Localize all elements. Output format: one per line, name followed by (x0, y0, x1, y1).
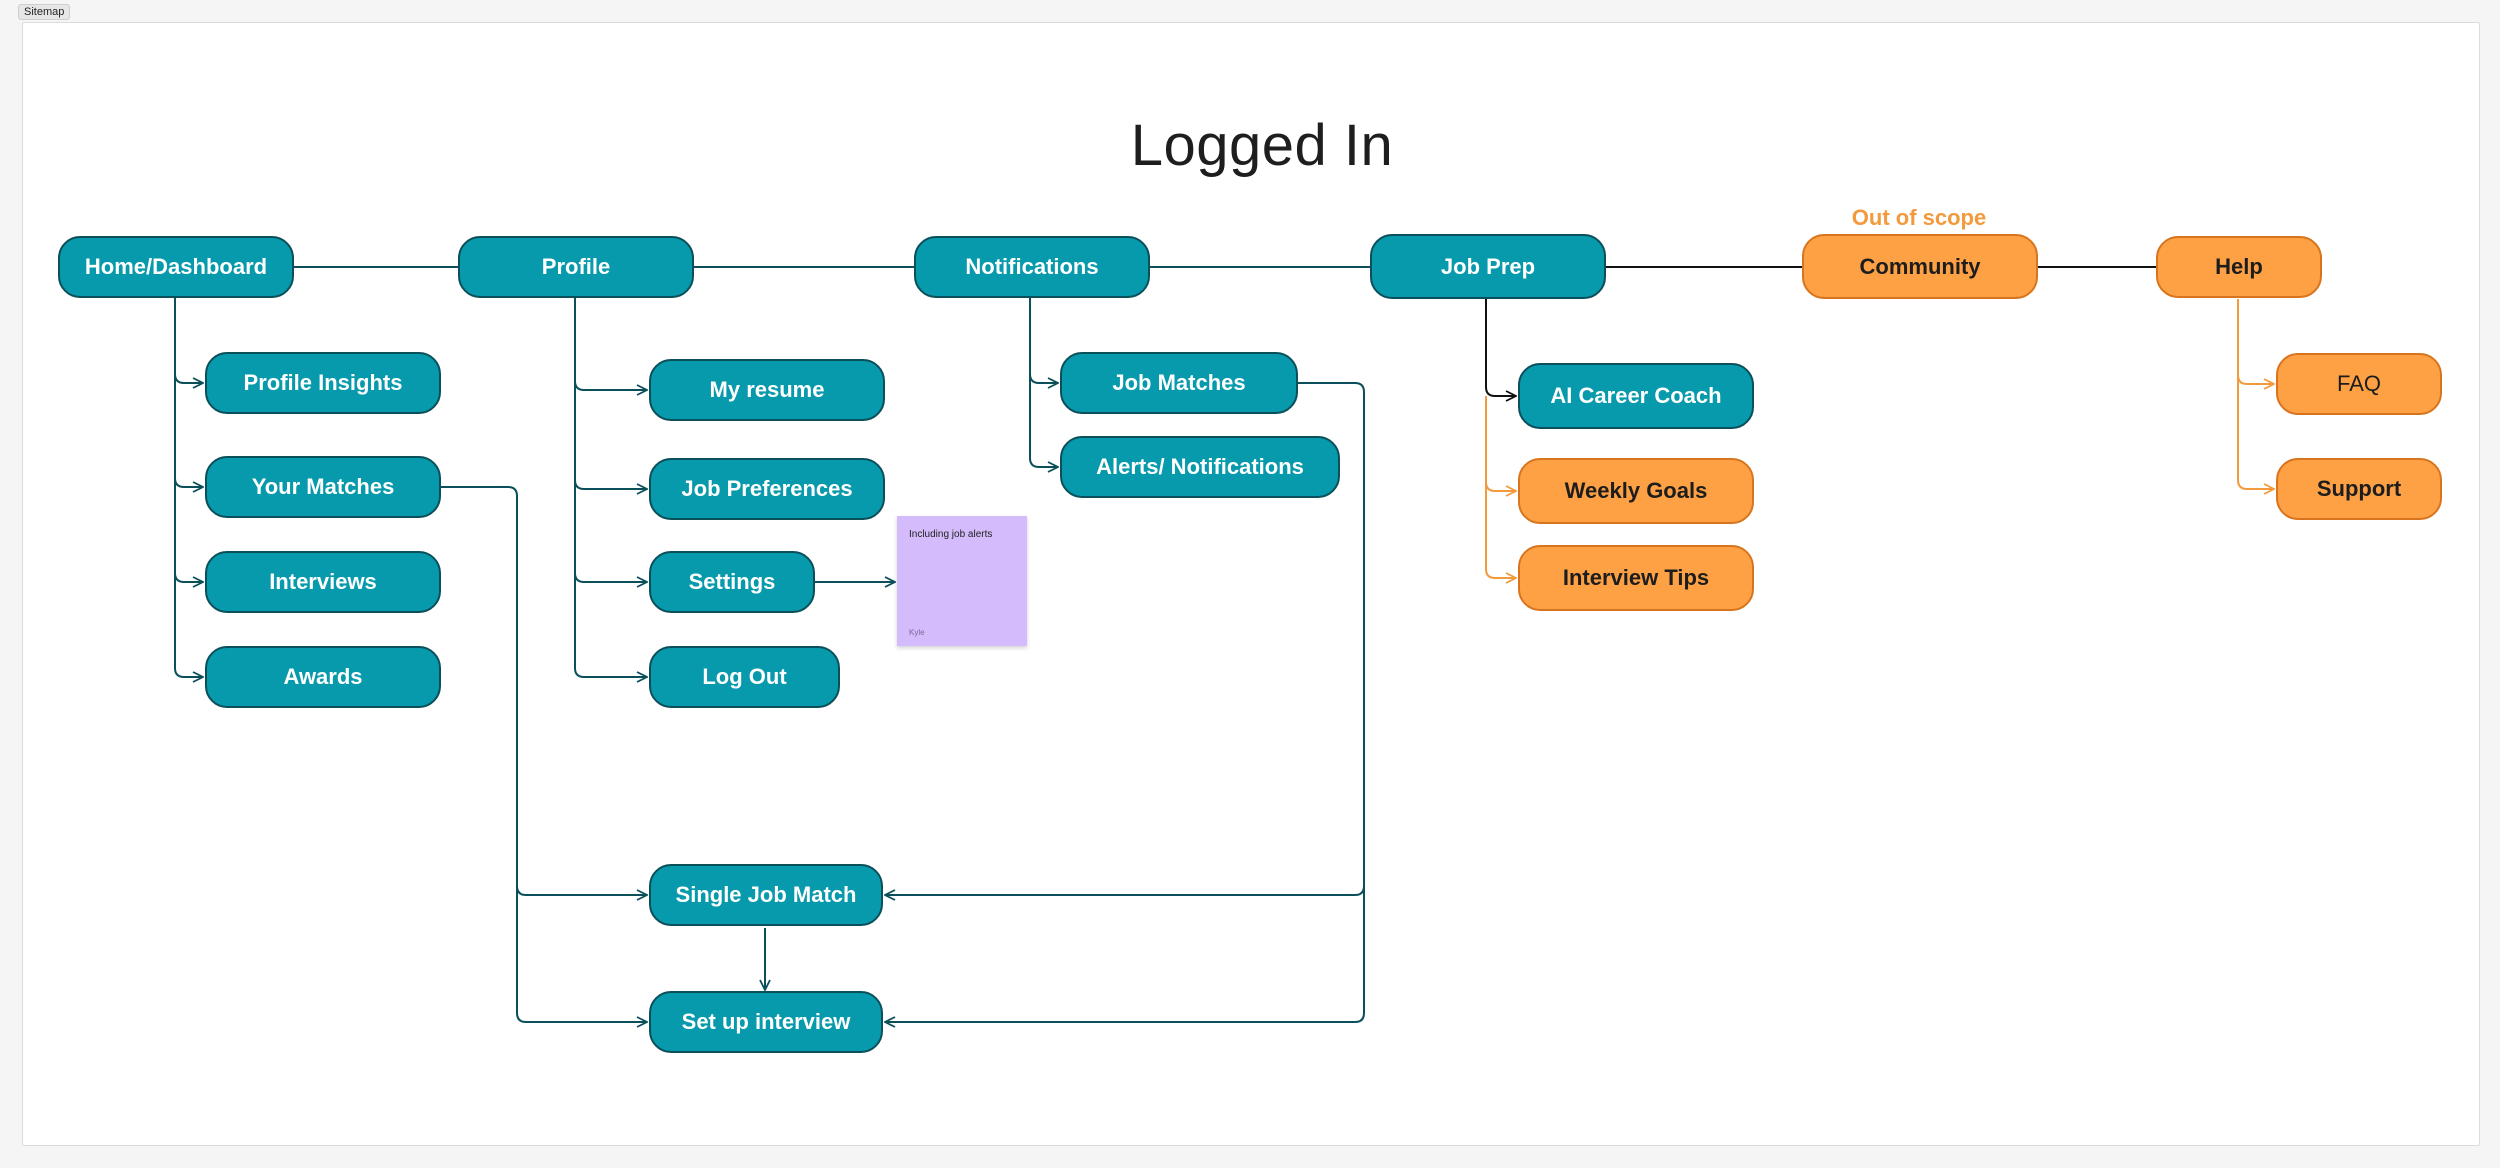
node-profile[interactable]: Profile (458, 236, 694, 298)
link-jobprep-tips (1485, 482, 1516, 578)
node-my-resume[interactable]: My resume (649, 359, 885, 421)
sitemap-tab[interactable]: Sitemap (18, 4, 71, 20)
link-jobprep-goals (1485, 396, 1516, 491)
link-jobmatches-interview (885, 886, 1365, 1022)
node-ai-career-coach[interactable]: AI Career Coach (1518, 363, 1754, 429)
node-set-up-interview[interactable]: Set up interview (649, 991, 883, 1053)
link-help-support (2237, 375, 2274, 489)
link-home-insights (174, 298, 203, 383)
link-profile-logout (574, 573, 647, 677)
node-awards[interactable]: Awards (205, 646, 441, 708)
link-home-interviews (174, 478, 203, 582)
node-interview-tips[interactable]: Interview Tips (1518, 545, 1754, 611)
link-home-matches (174, 374, 203, 487)
link-notifications-jobmatches (1029, 298, 1058, 383)
sticky-note-text: Including job alerts (909, 529, 993, 540)
link-matches-interview (516, 886, 647, 1022)
node-notifications[interactable]: Notifications (914, 236, 1150, 298)
link-jobmatches-single (885, 382, 1365, 895)
link-jobprep-coach (1485, 299, 1516, 396)
node-interviews[interactable]: Interviews (205, 551, 441, 613)
node-faq[interactable]: FAQ (2276, 353, 2442, 415)
node-weekly-goals[interactable]: Weekly Goals (1518, 458, 1754, 524)
node-settings[interactable]: Settings (649, 551, 815, 613)
out-of-scope-label: Out of scope (1851, 205, 1987, 230)
link-profile-preferences (574, 381, 647, 489)
sticky-note-author: Kyle (909, 628, 925, 637)
link-help-faq (2237, 299, 2274, 384)
node-alerts-notifications[interactable]: Alerts/ Notifications (1060, 436, 1340, 498)
node-community[interactable]: Community (1802, 234, 2038, 299)
link-profile-settings (574, 480, 647, 582)
node-help[interactable]: Help (2156, 236, 2322, 298)
link-profile-resume (574, 298, 647, 390)
node-home-dashboard[interactable]: Home/Dashboard (58, 236, 294, 298)
node-job-prep[interactable]: Job Prep (1370, 234, 1606, 299)
link-notifications-alerts (1029, 374, 1058, 467)
node-job-preferences[interactable]: Job Preferences (649, 458, 885, 520)
node-profile-insights[interactable]: Profile Insights (205, 352, 441, 414)
page-title: Logged In (1130, 113, 1394, 178)
node-your-matches[interactable]: Your Matches (205, 456, 441, 518)
node-job-matches[interactable]: Job Matches (1060, 352, 1298, 414)
node-log-out[interactable]: Log Out (649, 646, 840, 708)
node-support[interactable]: Support (2276, 458, 2442, 520)
link-matches-single (441, 486, 647, 895)
sticky-note[interactable]: Including job alerts Kyle (897, 516, 1027, 646)
node-single-job-match[interactable]: Single Job Match (649, 864, 883, 926)
link-home-awards (174, 573, 203, 677)
